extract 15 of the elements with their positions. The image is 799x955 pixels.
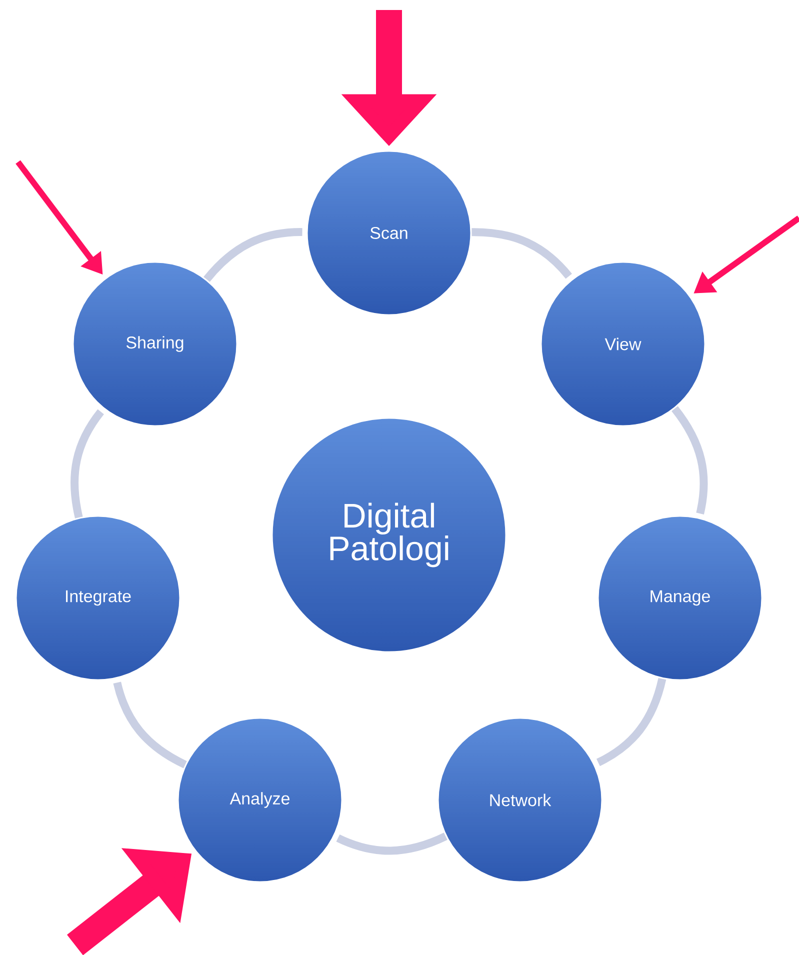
circle-node: Manage [597, 515, 763, 681]
ring-segment [336, 832, 448, 855]
ring-segment [671, 406, 708, 514]
circle-node: Digital Patologi [271, 417, 507, 653]
ring-segment [70, 409, 104, 518]
circle-node: Analyze [177, 717, 343, 883]
circle-node: Network [437, 717, 603, 883]
circle-node: View [540, 261, 706, 427]
ring-segment [204, 228, 302, 282]
ring-segment [113, 682, 187, 768]
circle-node: Integrate [15, 515, 181, 681]
circle-node: Sharing [72, 261, 238, 427]
circle-node: Scan [306, 150, 472, 316]
ring-segment [596, 678, 666, 766]
ring-segment [472, 228, 572, 279]
